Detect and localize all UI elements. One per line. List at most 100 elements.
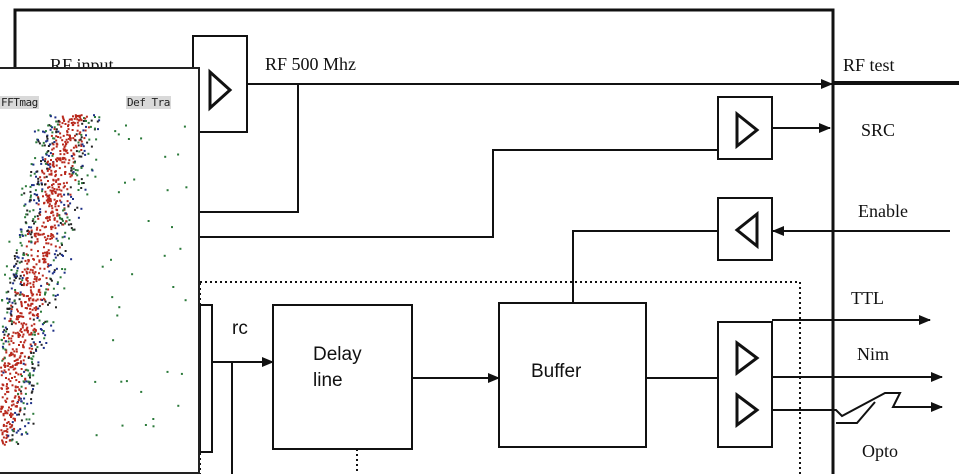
scatter-point — [20, 291, 22, 293]
scatter-point — [21, 245, 23, 247]
scatter-point — [42, 159, 44, 161]
scatter-point — [36, 194, 38, 196]
scatter-point — [37, 238, 39, 240]
scatter-point — [22, 257, 24, 259]
scatter-point — [16, 363, 18, 365]
scatter-point — [67, 205, 69, 207]
scatter-point — [36, 227, 38, 229]
scatter-point — [2, 372, 4, 374]
scatter-point — [25, 380, 27, 382]
scatter-point — [31, 348, 33, 350]
scatter-point — [67, 200, 69, 202]
scatter-point — [49, 144, 51, 146]
scatter-point — [36, 170, 38, 172]
scatter-point — [16, 402, 18, 404]
scatter-point — [22, 327, 24, 329]
scatter-point — [53, 143, 55, 145]
scatter-point — [4, 357, 6, 359]
scatter-point — [8, 378, 10, 380]
scatter-point — [59, 183, 61, 185]
scatter-point — [61, 242, 63, 244]
scatter-noise — [167, 189, 169, 191]
scatter-point — [60, 153, 62, 155]
scatter-point — [69, 173, 71, 175]
output-amp-box — [718, 322, 772, 447]
scatter-point — [48, 265, 50, 267]
scatter-point — [70, 196, 72, 198]
scatter-point — [23, 380, 25, 382]
scatter-point — [71, 155, 73, 157]
scatter-point — [28, 357, 30, 359]
nim-label: Nim — [857, 344, 889, 364]
scatter-point — [72, 129, 74, 131]
scatter-point — [40, 328, 42, 330]
scatter-point — [47, 283, 49, 285]
scatter-point — [70, 258, 72, 260]
scatter-point — [18, 414, 20, 416]
scatter-point — [61, 139, 63, 141]
scatter-point — [14, 289, 16, 291]
scatter-point — [55, 250, 57, 252]
scatter-point — [32, 220, 34, 222]
scatter-point — [17, 267, 19, 269]
scatter-point — [45, 140, 47, 142]
scatter-point — [8, 343, 10, 345]
scatter-point — [56, 200, 58, 202]
scatter-point — [62, 116, 64, 118]
scatter-point — [63, 161, 65, 163]
scatter-point — [19, 428, 21, 430]
scatter-point — [10, 408, 12, 410]
scatter-point — [52, 214, 54, 216]
scatter-point — [42, 275, 44, 277]
scatter-point — [45, 163, 47, 165]
scatter-point — [16, 309, 18, 311]
scatter-point — [51, 131, 53, 133]
scatter-point — [60, 222, 62, 224]
scatter-point — [85, 134, 87, 136]
scatter-point — [28, 418, 30, 420]
scatter-point — [33, 370, 35, 372]
scatter-point — [56, 233, 58, 235]
scatter-point — [44, 144, 46, 146]
scatter-point — [47, 170, 49, 172]
scatter-point — [34, 276, 36, 278]
scatter-point — [35, 189, 37, 191]
scatter-point — [55, 135, 57, 137]
scatter-point — [43, 347, 45, 349]
scatter-point — [50, 129, 52, 131]
scatter-point — [54, 128, 56, 130]
scatter-point — [76, 174, 78, 176]
scatter-plot — [0, 69, 198, 474]
scatter-point — [44, 252, 46, 254]
ttl-label: TTL — [851, 288, 884, 308]
scatter-noise — [96, 434, 98, 436]
scatter-point — [52, 330, 54, 332]
scatter-noise — [177, 405, 179, 407]
scatter-point — [38, 291, 40, 293]
scatter-point — [17, 310, 19, 312]
scatter-point — [43, 255, 45, 257]
scatter-point — [54, 225, 56, 227]
scatter-point — [32, 355, 34, 357]
scatter-point — [22, 277, 24, 279]
scatter-point — [2, 396, 4, 398]
scatter-noise — [167, 371, 169, 373]
scatter-point — [50, 199, 52, 201]
scatter-point — [83, 145, 85, 147]
scatter-point — [51, 211, 53, 213]
scatter-point — [78, 151, 80, 153]
scatter-noise — [111, 296, 113, 298]
scatter-point — [54, 199, 56, 201]
scatter-point — [11, 323, 13, 325]
scatter-point — [48, 197, 50, 199]
scatter-point — [15, 332, 17, 334]
scatter-point — [69, 219, 71, 221]
scatter-point — [45, 288, 47, 290]
scatter-point — [63, 194, 65, 196]
scatter-point — [83, 120, 85, 122]
scatter-point — [6, 291, 8, 293]
scatter-point — [7, 362, 9, 364]
scatter-point — [78, 181, 80, 183]
scatter-point — [68, 224, 70, 226]
scatter-point — [33, 323, 35, 325]
